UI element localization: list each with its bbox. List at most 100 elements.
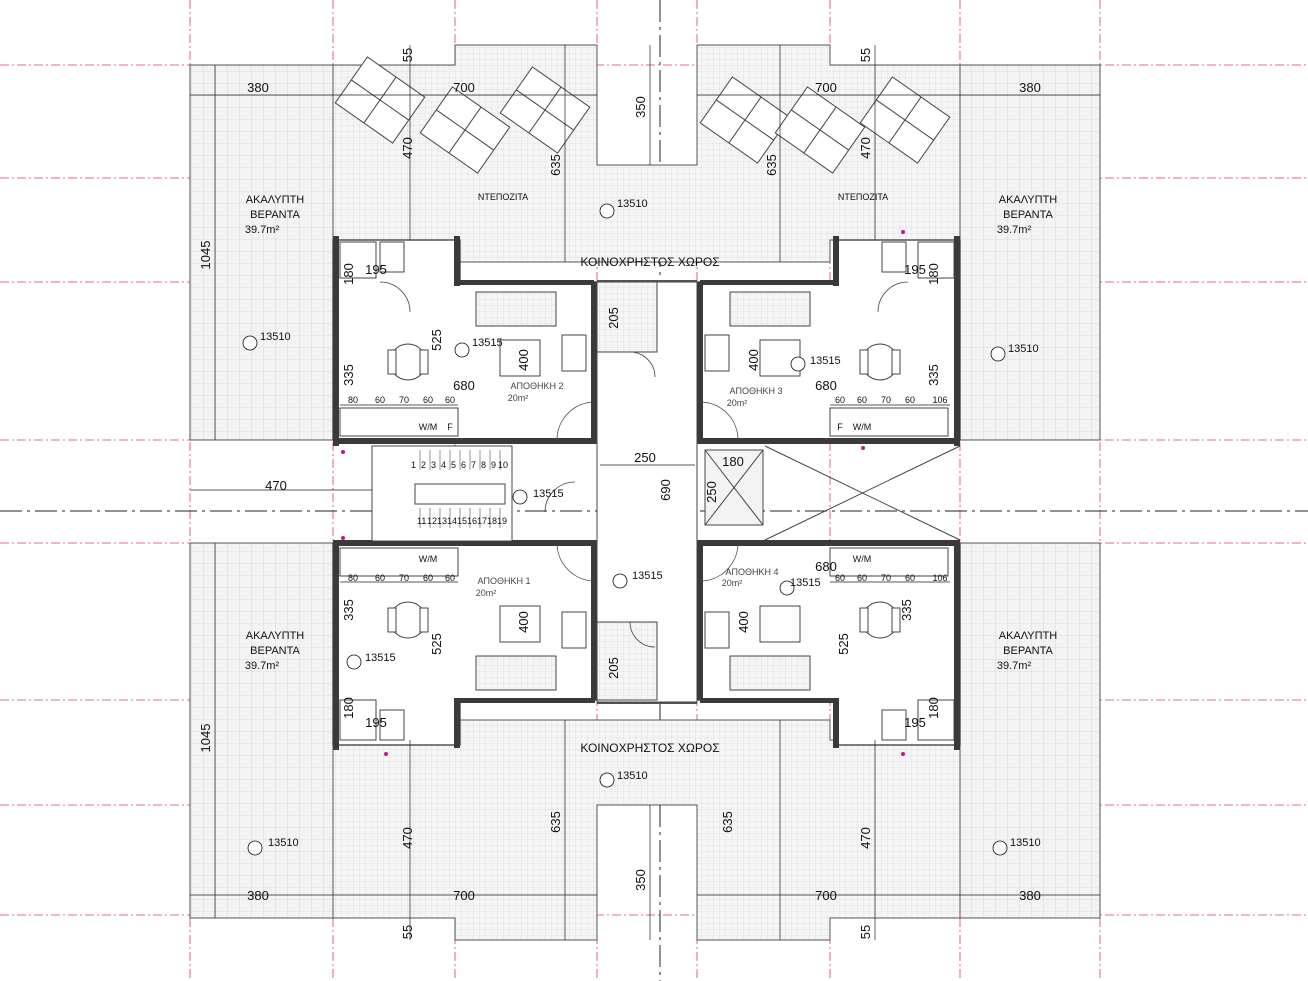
stair-number: 15 xyxy=(457,516,467,526)
dimension: 60 xyxy=(857,395,867,405)
vertical-dimension-texts: 55 55 55 55 350 350 470 470 470 470 635 … xyxy=(198,48,941,939)
dimension: 380 xyxy=(247,888,269,903)
dimension: 205 xyxy=(606,657,621,679)
dimension: 195 xyxy=(365,715,387,730)
level-label: 13510 xyxy=(268,837,299,849)
level-markers xyxy=(242,203,1008,856)
storage-area: 20m² xyxy=(722,578,743,588)
stair-number: 3 xyxy=(431,460,436,470)
washing-machine-label: W/M xyxy=(419,554,438,564)
dimension: 60 xyxy=(905,573,915,583)
dimension-texts: 380 700 700 380 380 700 700 380 470 250 … xyxy=(247,80,1041,903)
stair-number: 14 xyxy=(447,516,457,526)
dimension: 60 xyxy=(905,395,915,405)
dimension: 380 xyxy=(247,80,269,95)
washing-machine-label: W/M xyxy=(853,422,872,432)
level-label: 13515 xyxy=(790,577,821,589)
dimension: 380 xyxy=(1019,888,1041,903)
appliance-labels: W/M F W/M F W/M W/M xyxy=(419,422,872,564)
veranda-title: ΑΚΑΛΥΠΤΗ xyxy=(246,194,305,206)
dimension: 60 xyxy=(445,573,455,583)
tank-label: ΝΤΕΠΟΖΙΤΑ xyxy=(478,192,528,202)
dimension: 80 xyxy=(348,395,358,405)
dimension: 1045 xyxy=(198,724,213,753)
dimension: 55 xyxy=(858,48,873,62)
dimension: 60 xyxy=(835,573,845,583)
dimension: 700 xyxy=(815,80,837,95)
column-markers xyxy=(341,230,905,756)
storage-area: 20m² xyxy=(508,393,529,403)
level-label: 13510 xyxy=(1008,343,1039,355)
door-swings xyxy=(379,281,909,648)
dimension: 470 xyxy=(858,137,873,159)
dimension: 60 xyxy=(423,573,433,583)
apartments xyxy=(332,239,961,746)
dimension: 1045 xyxy=(198,241,213,270)
veranda-title: ΒΕΡΑΝΤΑ xyxy=(1003,645,1053,657)
dimension-lines xyxy=(190,45,1100,940)
level-labels: 13510 13510 13515 13510 13515 13515 1351… xyxy=(260,198,1041,849)
dimension: 635 xyxy=(548,154,563,176)
stair-number: 10 xyxy=(498,460,508,470)
dimension: 525 xyxy=(429,329,444,351)
stair-number: 12 xyxy=(427,516,437,526)
dimension: 55 xyxy=(400,48,415,62)
storage-label: ΑΠΟΘΗΚΗ 4 xyxy=(725,567,778,577)
dimension: 380 xyxy=(1019,80,1041,95)
storage-area: 20m² xyxy=(476,588,497,598)
dimension: 400 xyxy=(746,349,761,371)
level-label: 13510 xyxy=(617,198,648,210)
dimension: 635 xyxy=(548,811,563,833)
stair-number: 9 xyxy=(491,460,496,470)
veranda-title: ΑΚΑΛΥΠΤΗ xyxy=(246,630,305,642)
stair-number: 19 xyxy=(497,516,507,526)
stair-number: 6 xyxy=(461,460,466,470)
dimension: 470 xyxy=(400,827,415,849)
dimension: 70 xyxy=(881,395,891,405)
solar-panels xyxy=(334,56,951,174)
common-space-label: ΚΟΙΝΟΧΡΗΣΤΟΣ ΧΩΡΟΣ xyxy=(580,255,719,269)
dimension: 180 xyxy=(722,454,744,469)
fridge-label: F xyxy=(447,422,453,432)
level-label: 13510 xyxy=(617,770,648,782)
storage-label: ΑΠΟΘΗΚΗ 1 xyxy=(477,576,530,586)
fridge-label: F xyxy=(837,422,843,432)
veranda-title: ΒΕΡΑΝΤΑ xyxy=(1003,209,1053,221)
washing-machine-label: W/M xyxy=(853,554,872,564)
dimension: 55 xyxy=(400,925,415,939)
stair-number: 18 xyxy=(487,516,497,526)
stair-treads xyxy=(419,450,501,528)
stair-number: 17 xyxy=(477,516,487,526)
veranda-area: 39.7m² xyxy=(245,660,280,672)
dimension: 70 xyxy=(399,573,409,583)
veranda-labels: ΑΚΑΛΥΠΤΗ ΒΕΡΑΝΤΑ 39.7m² ΑΚΑΛΥΠΤΗ ΒΕΡΑΝΤΑ… xyxy=(245,194,1057,672)
dimension: 60 xyxy=(835,395,845,405)
dimension: 106 xyxy=(932,573,947,583)
dimension: 60 xyxy=(445,395,455,405)
dimension: 700 xyxy=(453,80,475,95)
dimension: 680 xyxy=(453,378,475,393)
veranda-title: ΑΚΑΛΥΠΤΗ xyxy=(999,630,1058,642)
stair-number: 7 xyxy=(471,460,476,470)
stair-number: 5 xyxy=(451,460,456,470)
dimension: 60 xyxy=(375,573,385,583)
stair-number: 13 xyxy=(437,516,447,526)
dimension: 700 xyxy=(815,888,837,903)
dimension: 106 xyxy=(932,395,947,405)
dimension: 350 xyxy=(633,96,648,118)
washing-machine-label: W/M xyxy=(419,422,438,432)
level-label: 13515 xyxy=(533,488,564,500)
dimension: 635 xyxy=(720,811,735,833)
dimension: 60 xyxy=(857,573,867,583)
dimension: 400 xyxy=(516,349,531,371)
storage-label: ΑΠΟΘΗΚΗ 2 xyxy=(510,381,563,391)
tank-label: ΝΤΕΠΟΖΙΤΑ xyxy=(838,192,888,202)
dimension: 335 xyxy=(341,364,356,386)
dimension: 70 xyxy=(881,573,891,583)
stair-numbers: 1 2 3 4 5 6 7 8 9 10 11 12 13 14 15 16 1… xyxy=(411,460,508,526)
dimension: 470 xyxy=(265,478,287,493)
dimension: 700 xyxy=(453,888,475,903)
dimension: 680 xyxy=(815,559,837,574)
veranda-title: ΒΕΡΑΝΤΑ xyxy=(250,209,300,221)
dimension: 60 xyxy=(423,395,433,405)
